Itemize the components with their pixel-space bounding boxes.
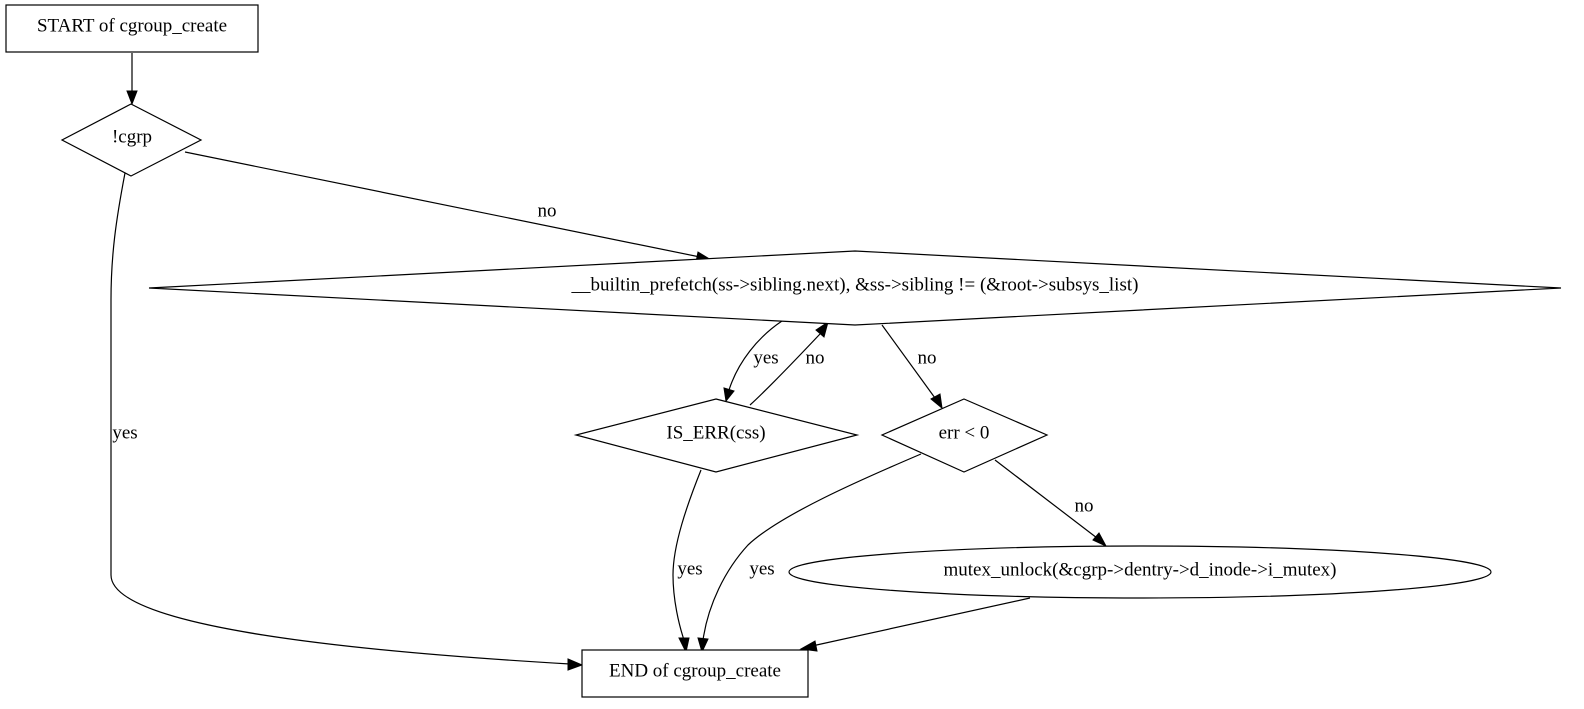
node-end: END of cgroup_create [581, 649, 809, 698]
check-cgrp-diamond [60, 103, 203, 177]
end-label: END of cgroup_create [609, 661, 781, 682]
node-prefetch-loop: __builtin_prefetch(ss->sibling.next), &s… [148, 250, 1562, 326]
edge-label-yes: yes [753, 348, 778, 369]
err-check-diamond [880, 398, 1049, 473]
check-cgrp-label: !cgrp [112, 127, 152, 148]
edge-label-no: no [918, 348, 937, 369]
node-start: START of cgroup_create [5, 4, 259, 53]
edge-prefetch-loop-no-to-err-check: no [881, 324, 943, 410]
start-box [5, 4, 259, 53]
edge-err-check-yes-to-end: yes [697, 453, 922, 654]
is-err-css-diamond [573, 398, 860, 473]
prefetch-loop-label: __builtin_prefetch(ss->sibling.next), &s… [571, 275, 1139, 296]
edge-mutex-unlock-to-end [799, 597, 1031, 652]
edge-check-cgrp-no-to-prefetch-loop: no [184, 151, 713, 263]
err-check-label: err < 0 [939, 423, 990, 444]
edge-is-err-css-yes-to-end: yes [672, 469, 703, 654]
edge-label-no: no [806, 348, 825, 369]
mutex-unlock-ellipse [788, 545, 1492, 599]
edge-is-err-css-no-to-prefetch-loop: no [749, 320, 829, 406]
prefetch-loop-diamond [148, 250, 1562, 326]
edge-start-to-check-cgrp [126, 53, 138, 106]
edge-err-check-no-to-mutex-unlock: no [994, 459, 1108, 548]
is-err-css-label: IS_ERR(css) [666, 423, 765, 444]
edge-label-no: no [1075, 496, 1094, 517]
edge-label-yes: yes [677, 559, 702, 580]
edge-label-yes: yes [112, 423, 137, 444]
node-mutex-unlock: mutex_unlock(&cgrp->dentry->d_inode->i_m… [788, 545, 1492, 599]
edge-check-cgrp-yes-to-end: yes [110, 172, 584, 671]
node-check-cgrp: !cgrp [60, 103, 203, 177]
end-box [581, 649, 809, 698]
node-err-check: err < 0 [880, 398, 1049, 473]
node-is-err-css: IS_ERR(css) [573, 398, 860, 473]
edge-label-yes: yes [749, 559, 774, 580]
edge-prefetch-loop-yes-to-is-err-css: yes [723, 320, 783, 403]
edge-label-no: no [538, 201, 557, 222]
mutex-unlock-label: mutex_unlock(&cgrp->dentry->d_inode->i_m… [943, 560, 1336, 581]
start-label: START of cgroup_create [37, 16, 227, 37]
